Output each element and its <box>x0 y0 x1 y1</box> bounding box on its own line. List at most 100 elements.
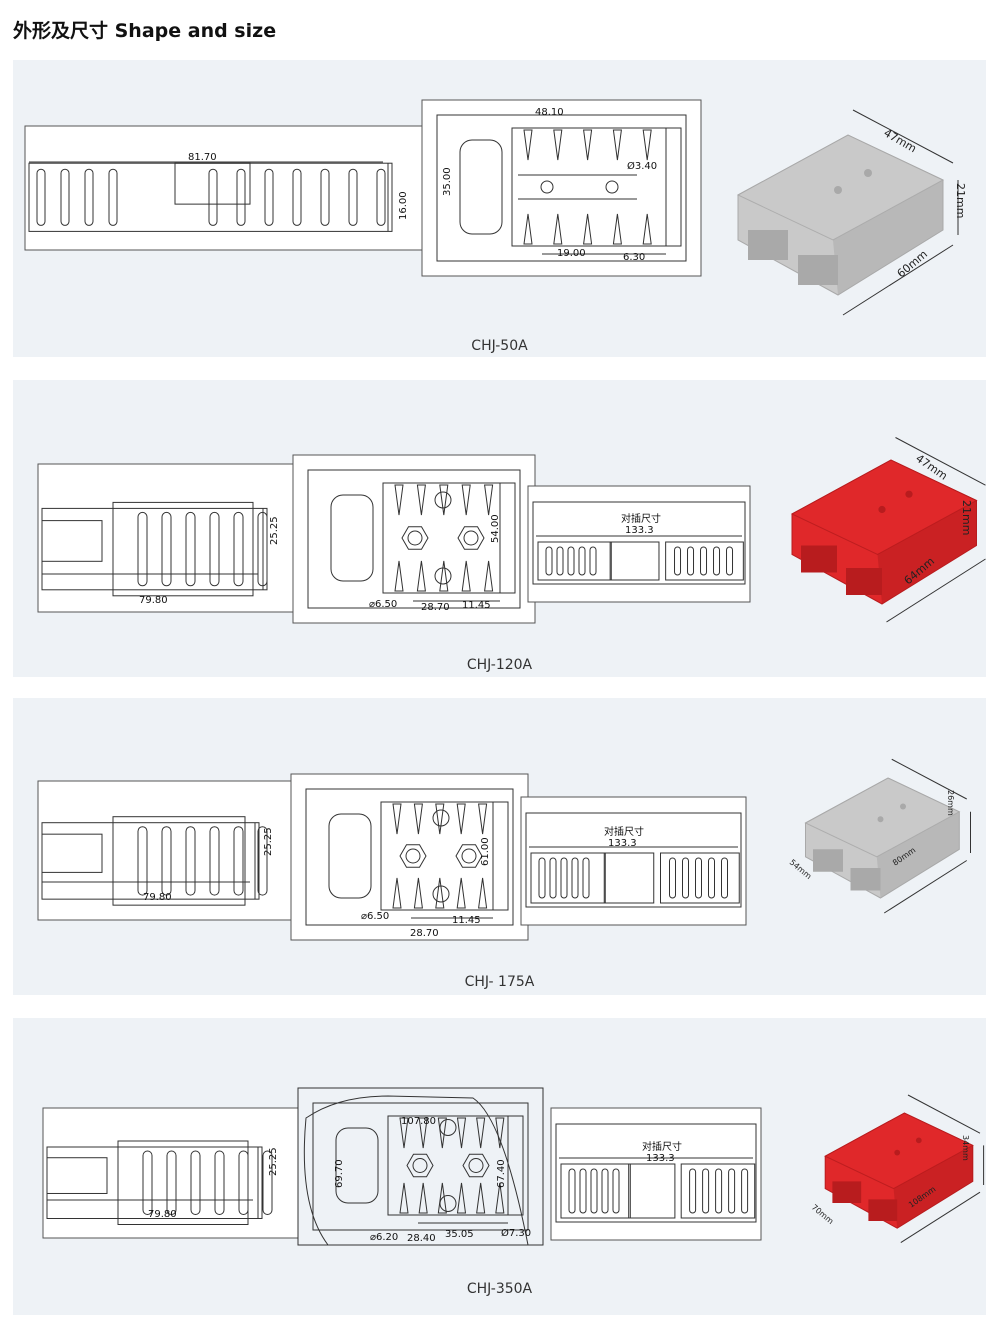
mounting-hole <box>878 505 886 514</box>
dimension-line <box>907 1094 981 1134</box>
slot <box>166 1150 177 1215</box>
product-width: 47mm <box>882 126 919 155</box>
dim-front-height: 35.00 <box>442 167 453 196</box>
slot <box>236 168 246 226</box>
dim-pitch: 28.40 <box>407 1233 436 1244</box>
slot <box>560 857 568 899</box>
dim-height: 25.25 <box>269 516 280 545</box>
slot <box>208 168 218 226</box>
slot <box>84 168 94 226</box>
dim-hole: ⌀6.50 <box>369 599 397 610</box>
model-label: CHJ-50A <box>471 338 528 354</box>
mounting-hole <box>915 1137 922 1144</box>
model-label: CHJ-350A <box>466 1281 533 1297</box>
mounting-hole <box>877 816 884 823</box>
dim-hole: ⌀6.50 <box>361 911 389 922</box>
connector-right <box>660 852 740 904</box>
slot <box>728 1168 736 1214</box>
front-view-inner <box>305 788 514 926</box>
product-width: 70mm <box>810 1203 836 1227</box>
connector-left <box>560 1163 631 1219</box>
connector-middle <box>603 852 655 904</box>
dim-height: 16.00 <box>398 191 409 220</box>
dim-front-height: 61.00 <box>480 837 491 866</box>
slot <box>674 546 682 576</box>
contact-finger <box>642 129 652 161</box>
dim-front-height: 69.70 <box>334 1159 345 1188</box>
contact-block <box>511 127 682 247</box>
contact-finger <box>523 213 533 245</box>
front-view-inner <box>307 469 521 609</box>
contact-finger <box>399 1182 409 1214</box>
slot <box>715 1168 723 1214</box>
mating-value: 133.3 <box>625 525 654 536</box>
dimension-line <box>891 758 967 800</box>
slot <box>571 857 579 899</box>
contact-opening <box>748 230 788 260</box>
dim-length: 81.70 <box>188 152 217 163</box>
slot <box>702 1168 710 1214</box>
slot <box>741 1168 749 1214</box>
connector-right <box>680 1163 756 1219</box>
contact-finger <box>476 1117 486 1149</box>
contact-finger <box>413 877 423 909</box>
panel-chj-175a: 79.80 25.25 61.00 ⌀6.50 28.70 11.45 对插尺寸… <box>13 698 986 995</box>
connector-side <box>893 1145 973 1229</box>
slot <box>292 168 302 226</box>
contact-finger <box>461 560 471 592</box>
slot <box>568 1168 576 1214</box>
product-height: 21mm <box>960 500 973 535</box>
drawing-chj-175a: 79.80 25.25 61.00 ⌀6.50 28.70 11.45 对插尺寸… <box>37 758 971 941</box>
plus-mark <box>439 1119 457 1136</box>
contact-finger <box>394 560 404 592</box>
contact-finger <box>456 1182 467 1214</box>
dim-hole: ⌀6.20 <box>370 1232 398 1243</box>
side-view-outline <box>37 780 296 921</box>
terminal-hole <box>468 1158 484 1173</box>
dim-pitch: 28.70 <box>421 602 450 613</box>
connector-right <box>665 541 744 581</box>
front-view-outline <box>290 773 529 941</box>
side-view-outline <box>24 125 429 251</box>
cable-opening <box>330 494 374 582</box>
minus-mark <box>439 1195 457 1212</box>
dim-offset: 35.05 <box>445 1229 474 1240</box>
slot <box>578 546 586 576</box>
contact-finger <box>612 213 622 245</box>
front-view-inner <box>312 1102 529 1231</box>
slot <box>238 1150 249 1215</box>
contact-opening <box>801 545 837 573</box>
slot <box>556 546 564 576</box>
slot <box>209 826 220 896</box>
minus-mark <box>432 885 450 903</box>
contact-end <box>41 833 103 873</box>
slot <box>721 857 728 899</box>
dim-edge: 6.30 <box>623 252 645 263</box>
slot <box>376 168 386 226</box>
dim-inner-height: 67.40 <box>496 1159 507 1188</box>
contact-finger <box>437 1117 447 1149</box>
dim-height: 25.25 <box>268 1147 279 1176</box>
mating-view-inner <box>532 501 746 585</box>
mating-value: 133.3 <box>646 1153 675 1164</box>
dim-hole: Ø3.40 <box>627 160 657 172</box>
mating-label: 对插尺寸 <box>604 825 644 838</box>
slot <box>549 857 557 899</box>
contact-finger <box>495 1182 505 1214</box>
slot <box>185 511 196 587</box>
contact-opening <box>798 255 838 285</box>
cable-opening <box>459 139 503 235</box>
slot <box>137 511 148 587</box>
contact-finger <box>476 1182 486 1214</box>
drawing-chj-50a: 81.70 16.00 48.10 35.00 Ø3.40 19.00 6.30… <box>24 99 967 316</box>
contact-end <box>46 1157 108 1194</box>
product-height: 34mm <box>961 1135 970 1161</box>
product-height: 21mm <box>954 183 967 218</box>
dimension-line <box>886 558 986 623</box>
contact-finger <box>484 484 494 516</box>
page-title: 外形及尺寸 Shape and size <box>13 20 277 42</box>
contact-finger <box>495 1117 505 1149</box>
housing <box>112 816 246 906</box>
dim-height: 25.25 <box>263 827 274 856</box>
dim-edge: 11.45 <box>462 600 491 611</box>
